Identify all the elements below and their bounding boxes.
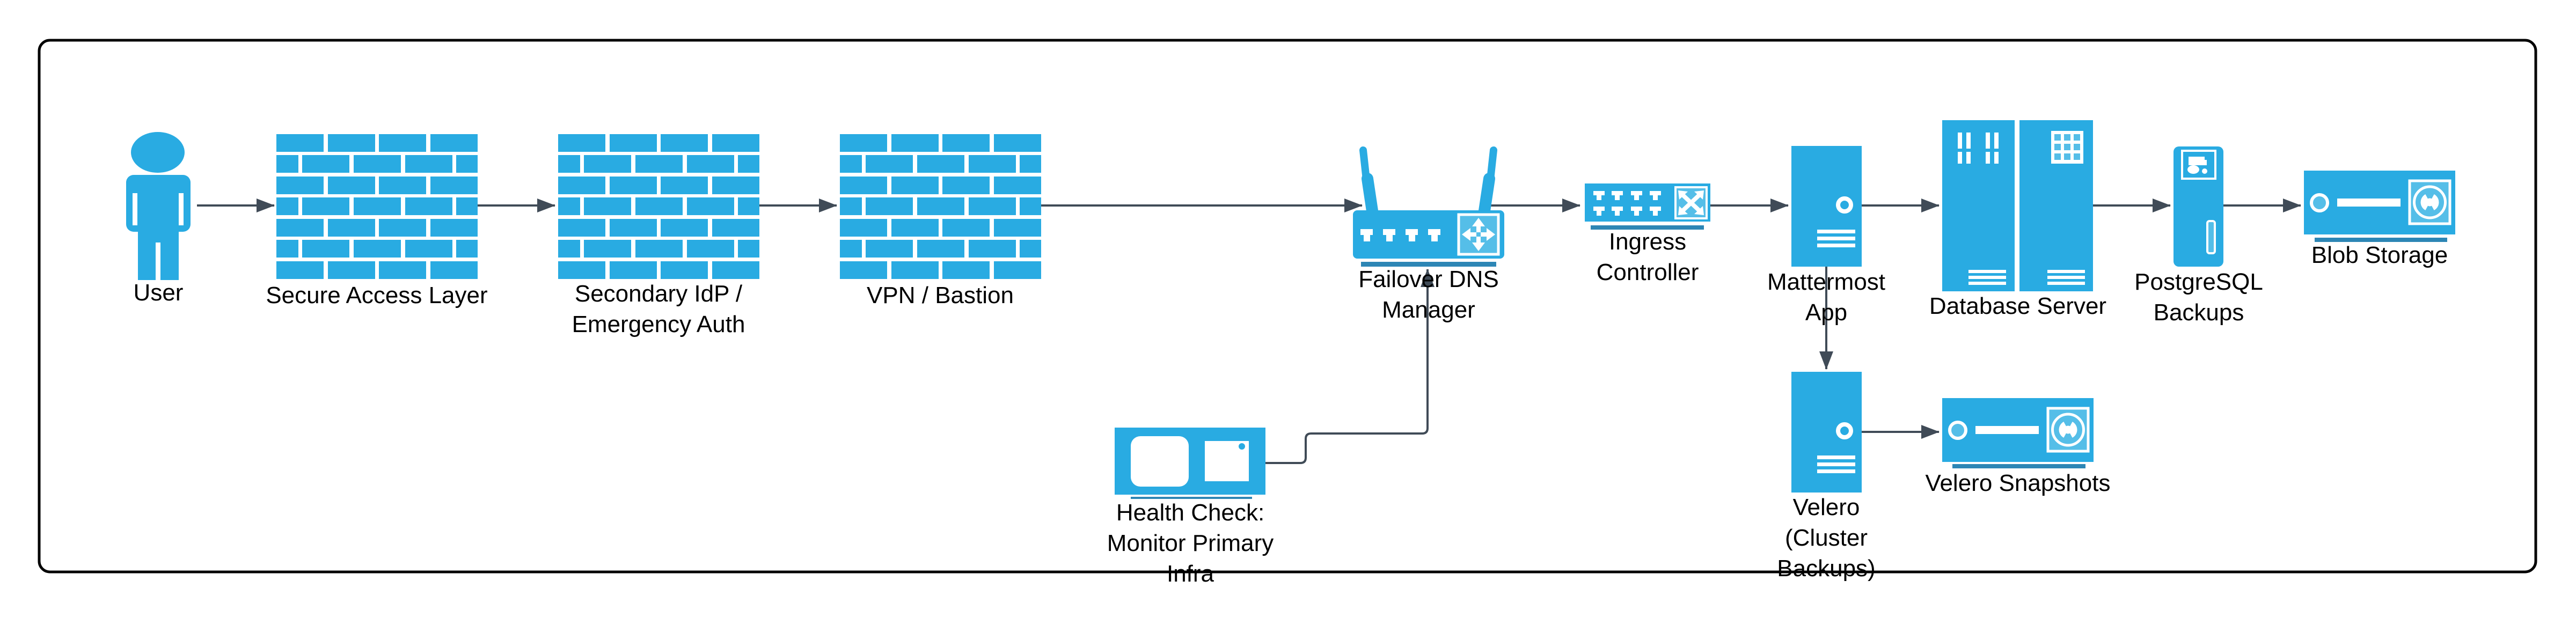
firewall-icon [276,134,478,279]
network-switch-icon [1585,183,1710,230]
label-user: User [133,280,184,306]
label-velero: Velero (Cluster Backups) [1777,494,1876,582]
backup-server-icon [2174,146,2223,267]
label-database-server: Database Server [1929,293,2107,319]
storage-device-icon [1942,398,2094,468]
server-tower-icon [1791,146,1862,267]
label-secondary-idp: Secondary IdP / Emergency Auth [572,281,745,337]
firewall-icon [558,134,759,279]
label-mattermost-app: Mattermost App [1767,269,1886,326]
label-health-check: Health Check: Monitor Primary Infra [1107,499,1274,587]
label-velero-snapshots: Velero Snapshots [1925,470,2111,496]
storage-device-icon [2304,171,2455,242]
connector-healthcheck-dns [1265,269,1435,464]
server-tower-icon [1791,372,1862,493]
label-ingress-controller: Ingress Controller [1596,229,1699,285]
label-secure-access-layer: Secure Access Layer [266,282,488,308]
label-failover-dns-manager: Failover DNS Manager [1358,266,1499,323]
label-postgresql-backups: PostgreSQL Backups [2134,269,2263,326]
health-monitor-icon [1115,428,1265,499]
label-blob-storage: Blob Storage [2311,242,2448,268]
person-icon [126,132,191,281]
server-rack-icon [1942,120,2093,291]
label-vpn-bastion: VPN / Bastion [867,282,1014,308]
wireless-router-icon [1353,146,1504,267]
firewall-icon [840,134,1041,279]
diagram-border [38,39,2537,574]
